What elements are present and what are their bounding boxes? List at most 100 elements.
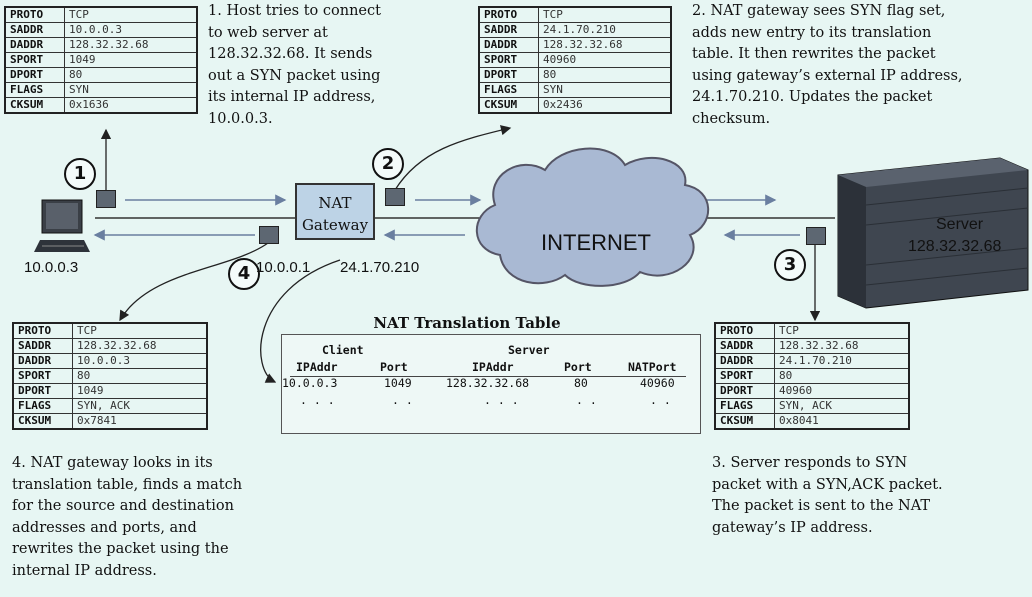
nat-table-header: IPAddr <box>472 360 514 374</box>
packet-field-key: FLAGS <box>12 398 73 414</box>
packet-field-key: DADDR <box>478 37 539 53</box>
packet-field-value: 128.32.32.68 <box>774 338 910 354</box>
packet-field-value: 80 <box>64 67 198 83</box>
caption-step-2: 2. NAT gateway sees SYN flag set, adds n… <box>692 3 963 127</box>
internet-label: INTERNET <box>541 230 651 255</box>
server-name-label: Server <box>936 216 984 233</box>
packet-field-key: DPORT <box>12 383 73 399</box>
caption-step-4: 4. NAT gateway looks in its translation … <box>12 455 243 579</box>
nat-table-ellipsis: . . . <box>484 393 519 407</box>
packet-field-key: DPORT <box>478 67 539 83</box>
server-ip-label: 128.32.32.68 <box>908 238 1002 255</box>
step-1-badge: 1 <box>64 158 96 190</box>
packet-field-value: 128.32.32.68 <box>64 37 198 53</box>
packet-field-value: 0x7841 <box>72 413 208 430</box>
nat-table-divider <box>290 376 686 377</box>
nat-table-ellipsis: . . <box>392 393 413 407</box>
packet-field-value: TCP <box>774 322 910 339</box>
packet-field-value: 24.1.70.210 <box>774 353 910 369</box>
packet-2-icon <box>385 188 405 206</box>
nat-table-header: Port <box>380 360 408 374</box>
packet-field-key: SPORT <box>4 52 65 68</box>
caption-step-1: 1. Host tries to connect to web server a… <box>208 3 381 127</box>
nat-table-header: NATPort <box>628 360 677 374</box>
packet-field-value: 128.32.32.68 <box>538 37 672 53</box>
packet-1-icon <box>96 190 116 208</box>
packet-field-value: 40960 <box>538 52 672 68</box>
nat-table-header: Port <box>564 360 592 374</box>
packet-field-key: PROTO <box>478 6 539 23</box>
packet-field-key: DPORT <box>714 383 775 399</box>
packet-field-value: 0x1636 <box>64 97 198 114</box>
packet-field-key: SADDR <box>478 22 539 38</box>
packet-field-value: 1049 <box>64 52 198 68</box>
packet-field-value: TCP <box>72 322 208 339</box>
nat-external-ip-label: 24.1.70.210 <box>340 259 420 276</box>
packet-field-value: SYN, ACK <box>774 398 910 414</box>
packet-field-key: CKSUM <box>12 413 73 430</box>
nat-gateway-label-2: Gateway <box>301 216 369 234</box>
nat-table-cell: 10.0.0.3 <box>282 376 338 390</box>
packet-field-key: CKSUM <box>4 97 65 114</box>
packet-field-value: SYN, ACK <box>72 398 208 414</box>
packet-field-key: SPORT <box>478 52 539 68</box>
packet-field-key: PROTO <box>714 322 775 339</box>
packet-field-key: SADDR <box>714 338 775 354</box>
packet-field-key: DADDR <box>714 353 775 369</box>
packet-field-key: FLAGS <box>478 82 539 98</box>
nat-table-header: IPAddr <box>296 360 338 374</box>
packet-field-key: SPORT <box>714 368 775 384</box>
nat-table-ellipsis: . . <box>650 393 671 407</box>
packet-field-key: DADDR <box>4 37 65 53</box>
caption-step-3: 3. Server responds to SYN packet with a … <box>712 455 943 536</box>
nat-translation-table: Client Server IPAddr Port IPAddr Port NA… <box>281 334 701 434</box>
nat-table-ellipsis: . . . <box>300 393 335 407</box>
packet-field-key: FLAGS <box>4 82 65 98</box>
host-computer <box>34 199 90 252</box>
nat-table-group-server: Server <box>508 343 550 357</box>
packet-field-key: SPORT <box>12 368 73 384</box>
packet-field-value: 128.32.32.68 <box>72 338 208 354</box>
nat-table-cell: 128.32.32.68 <box>446 376 530 390</box>
packet-field-value: 0x2436 <box>538 97 672 114</box>
packet-field-value: SYN <box>64 82 198 98</box>
packet-field-value: 40960 <box>774 383 910 399</box>
internet-cloud <box>475 147 710 287</box>
nat-table-cell: 40960 <box>640 376 675 390</box>
packet-field-value: 1049 <box>72 383 208 399</box>
packet-3-icon <box>806 227 826 245</box>
packet-field-value: 80 <box>72 368 208 384</box>
packet-field-value: SYN <box>538 82 672 98</box>
nat-gateway-label-1: NAT <box>318 194 352 212</box>
step-3-badge: 3 <box>774 249 806 281</box>
packet-field-value: 80 <box>538 67 672 83</box>
packet-4-icon <box>259 226 279 244</box>
